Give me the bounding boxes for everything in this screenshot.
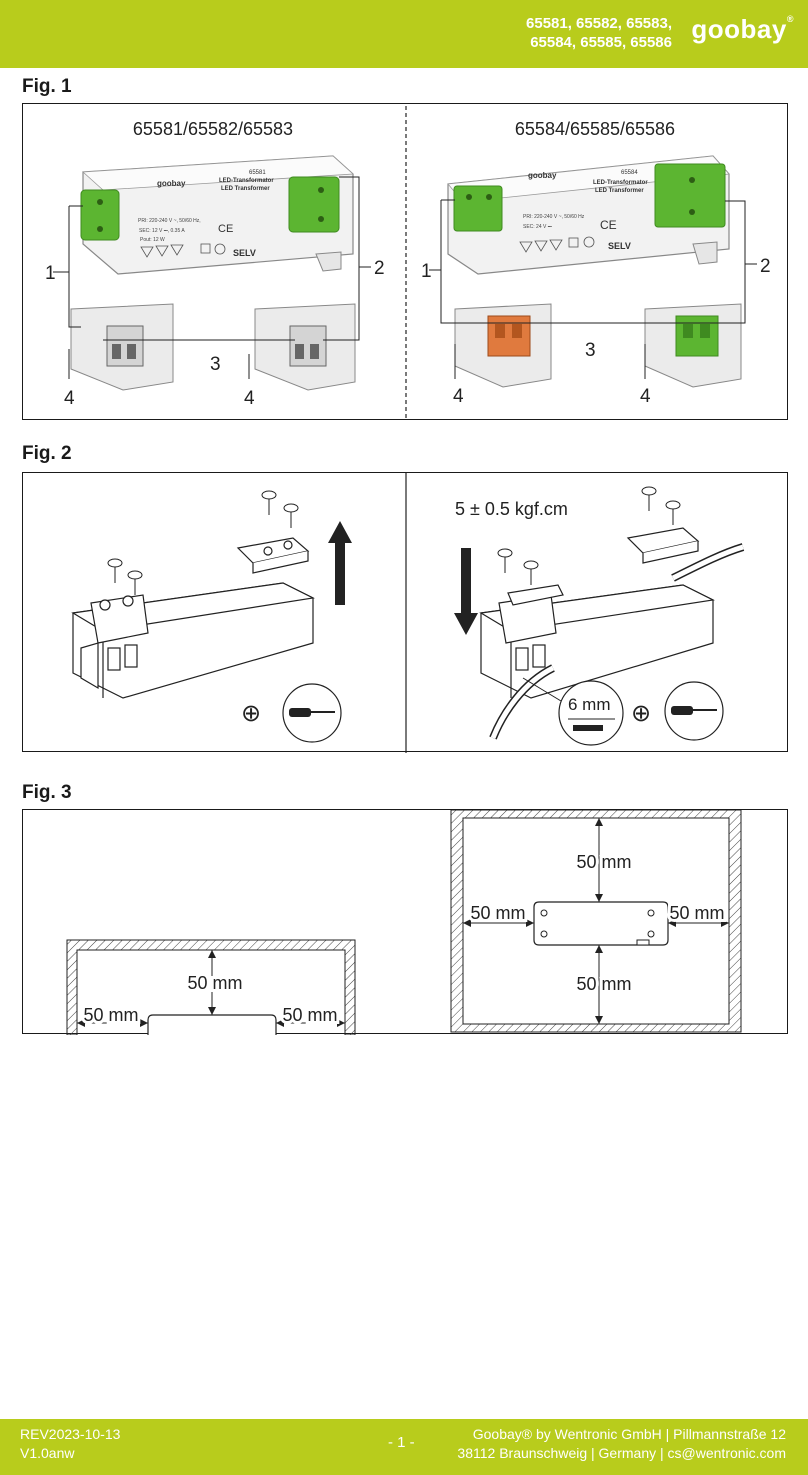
footer-page-number: - 1 - [388,1434,415,1451]
device-right-type-en: LED Transformer [595,188,644,194]
device-left-model: 65581 [249,170,266,176]
callout-3-left: 3 [210,354,221,375]
device-left: goobay 65581 LED-Transformator LED Trans… [70,155,356,391]
callout-2-right: 2 [760,256,771,277]
fig3-label: Fig. 3 [22,782,72,803]
device-right-selv: SELV [608,241,631,251]
arrow-down [454,548,478,635]
arrow-up [328,521,352,605]
strip-length-callout: 6 mm [522,677,624,746]
model-numbers-line2: 65584, 65585, 65586 [530,34,672,51]
footer-company-line1: Goobay® by Wentronic GmbH | Pillmannstra… [472,1426,786,1442]
device-right-ce: CE [600,218,617,232]
device-left-output: SEC: 12 V ⎓, 0.35 A [139,228,185,234]
footer-revision-block: REV2023-10-13 V1.0anw [20,1425,120,1463]
callout-4-right-b: 4 [640,386,651,407]
terminal-output-green-r [654,163,726,228]
screwdriver-icon-right [664,681,724,741]
brand-logo: goobay® [691,14,794,45]
footer-company-line2: 38112 Braunschweig | Germany | cs@wentro… [457,1445,786,1461]
header-bar: 65581, 65582, 65583, 65584, 65585, 65586… [0,0,808,68]
fig1-label: Fig. 1 [22,76,72,97]
fig3-left-clearance-right: 50 mm [282,1005,337,1025]
fig3-left-recess: 50 mm 50 mm 50 mm [66,939,356,1035]
device-left-brand: goobay [157,179,186,188]
fig2-right-cover [507,527,700,606]
fig3-left-clearance-top: 50 mm [187,973,242,993]
device-right-output: SEC: 24 V ⎓ [523,224,552,230]
fig3-left-clearance-left: 50 mm [83,1005,138,1025]
fig2-box: ⊕ 5 ± 0.5 kgf.cm [22,472,788,753]
fig1-box: 65581/65582/65583 65584/65585/65586 goob… [22,103,788,420]
device-right-input: PRI: 220-240 V ~, 50/60 Hz [523,214,585,220]
torque-value: 5 ± 0.5 kgf.cm [455,499,568,519]
callout-3-right: 3 [585,340,596,361]
fig2-illustration: ⊕ 5 ± 0.5 kgf.cm [71,473,745,753]
fig1-right-title: 65584/65585/65586 [515,119,675,139]
callouts-left [53,176,371,379]
fig2-label: Fig. 2 [22,443,72,464]
brand-registered-mark: ® [786,14,794,24]
footer-company-block: Goobay® by Wentronic GmbH | Pillmannstra… [457,1425,786,1463]
fig2-left-device [71,582,315,699]
fig1-illustration: 65581/65582/65583 65584/65585/65586 goob… [45,106,771,419]
fig1-left-title: 65581/65582/65583 [133,119,293,139]
callout-1-right: 1 [421,261,432,282]
footer-version: V1.0anw [20,1445,75,1461]
screwdriver-icon [282,683,342,743]
fig3-box: 50 mm 50 mm 50 mm 50 mm 50 mm 50 mm [22,809,788,1035]
callout-4-left-b: 4 [244,388,255,409]
terminal-input-green [80,189,120,241]
fig2-left-cover [236,537,310,574]
callouts-right [429,199,757,379]
fig2-right-screw-symbol: ⊕ [631,700,651,727]
brand-name: goobay [691,14,787,44]
device-right: goobay 65584 LED-Transformator LED Trans… [447,155,742,388]
device-left-selv: SELV [233,248,256,258]
strip-length: 6 mm [568,695,611,714]
fig3-right-enclosure: 50 mm 50 mm 50 mm 50 mm [450,810,742,1033]
device-right-type-de: LED-Transformator [593,180,648,186]
fig3-right-clearance-bottom: 50 mm [576,974,631,994]
fig3-device-top-view [533,901,669,946]
fig2-right-screws [497,486,681,585]
device-left-ce: CE [218,223,233,235]
device-right-brand: goobay [528,171,557,180]
device-left-power: Pout: 12 W [140,237,165,243]
fig2-right-device [479,584,715,699]
device-right-model: 65584 [621,170,638,176]
callout-2-left: 2 [374,258,385,279]
fig3-illustration: 50 mm 50 mm 50 mm 50 mm 50 mm 50 mm [66,810,742,1035]
callout-4-left-a: 4 [64,388,75,409]
fig2-left-screw-symbol: ⊕ [241,700,261,727]
callout-1-left: 1 [45,263,56,284]
fig3-right-clearance-top: 50 mm [576,852,631,872]
fig2-left-screws [107,490,299,595]
fig3-right-clearance-right: 50 mm [669,903,724,923]
footer-revision: REV2023-10-13 [20,1426,121,1442]
device-left-type-de: LED-Transformator [219,178,274,184]
fig3-right-clearance-left: 50 mm [470,903,525,923]
device-left-input: PRI: 220-240 V ~, 50/60 Hz, [138,218,201,224]
terminal-orange [487,315,531,357]
footer-bar: REV2023-10-13 V1.0anw - 1 - Goobay® by W… [0,1419,808,1475]
terminal-green-detail [675,315,719,357]
model-numbers-line1: 65581, 65582, 65583, [526,15,672,32]
model-numbers: 65581, 65582, 65583, 65584, 65585, 65586 [526,14,672,52]
callout-4-right-a: 4 [453,386,464,407]
terminal-input-green-r [453,185,503,232]
terminal-output-green [288,176,340,233]
device-left-type-en: LED Transformer [221,186,270,192]
